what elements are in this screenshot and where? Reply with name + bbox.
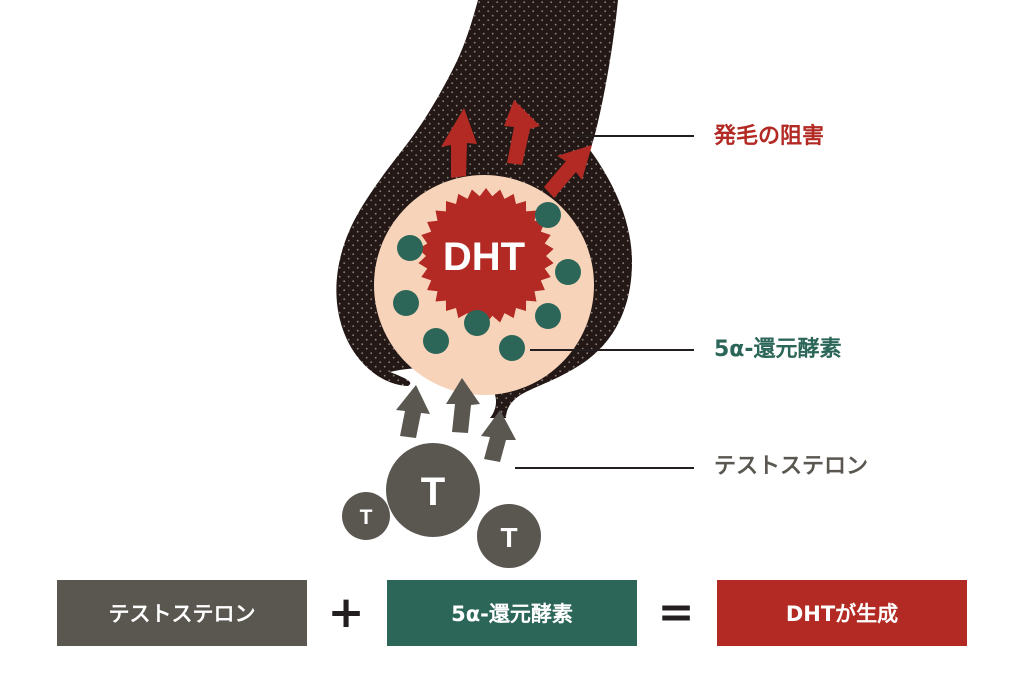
callout-testosterone: テストステロン: [714, 454, 869, 479]
testosterone-small-right: [477, 504, 541, 568]
callout-inhibition: 発毛の阻害: [714, 124, 825, 149]
leader-lines: [515, 135, 694, 469]
dht-label: DHT: [443, 235, 525, 279]
gray-arrow-right: [481, 410, 516, 462]
enzyme-dot: [423, 328, 449, 354]
plus-sign: +: [327, 587, 365, 638]
gray-arrow-middle: [446, 378, 480, 433]
equation-term-enzyme: 5α-還元酵素: [387, 580, 637, 646]
enzyme-dot: [393, 290, 419, 316]
enzyme-dot: [397, 235, 423, 261]
red-arrow-left: [441, 108, 477, 178]
dht-starburst: [418, 188, 554, 324]
uptake-arrows: [396, 378, 516, 462]
equation-term-testosterone: テストステロン: [57, 580, 307, 646]
red-arrow-right: [544, 145, 592, 198]
callout-enzyme: 5α-還元酵素: [714, 337, 842, 362]
enzyme-dot: [535, 202, 561, 228]
testosterone-large-label: T: [421, 470, 445, 514]
testosterone-molecules: T T T: [342, 443, 541, 568]
gray-arrow-left: [396, 385, 430, 438]
equation-result-dht: DHTが生成: [717, 580, 967, 646]
red-arrow-middle: [504, 100, 540, 165]
equals-sign: =: [657, 587, 695, 638]
testosterone-large: [386, 443, 480, 537]
enzyme-dot: [464, 310, 490, 336]
testosterone-small-right-label: T: [500, 522, 517, 553]
testosterone-small-left: [342, 492, 390, 540]
testosterone-small-left-label: T: [360, 506, 373, 529]
inhibition-arrows: [441, 100, 592, 198]
enzyme-dot: [499, 335, 525, 361]
enzyme-dot: [555, 259, 581, 285]
enzyme-dot: [535, 303, 561, 329]
enzyme-dots: [393, 202, 581, 361]
